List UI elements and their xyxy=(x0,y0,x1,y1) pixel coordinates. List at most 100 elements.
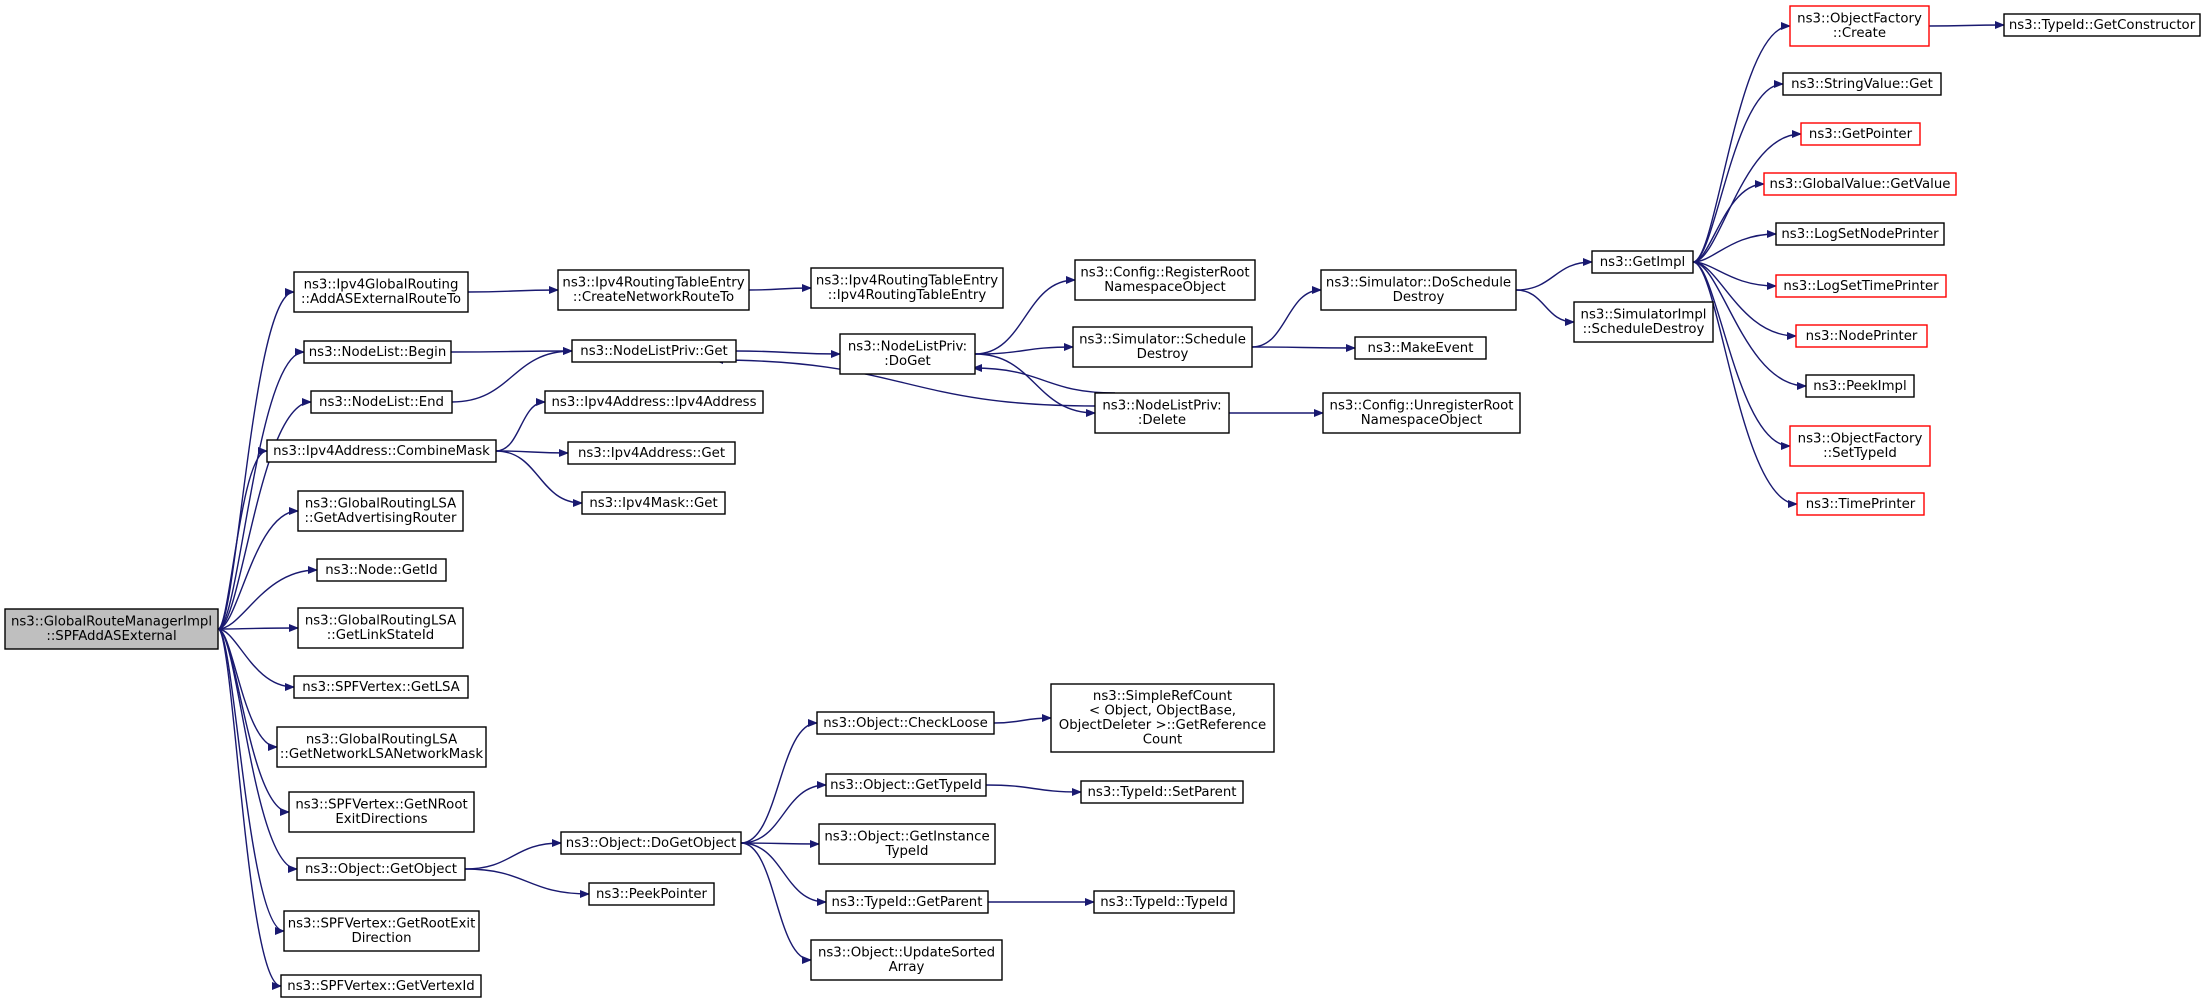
edge-obj_checkloose-to-simplerefcount xyxy=(993,714,1052,724)
node-ipv4mask-get[interactable]: ns3::Ipv4Mask::Get xyxy=(581,491,726,515)
node-make-event[interactable]: ns3::MakeEvent xyxy=(1354,336,1487,360)
node-obj-checkloose[interactable]: ns3::Object::CheckLoose xyxy=(816,711,995,735)
node-label: < Object, ObjectBase, xyxy=(1089,704,1236,719)
node-log-set-time-printer[interactable]: ns3::LogSetTimePrinter xyxy=(1775,274,1947,298)
node-box xyxy=(825,890,989,914)
node-nl-begin[interactable]: ns3::NodeList::Begin xyxy=(303,340,452,364)
node-box xyxy=(297,607,464,649)
node-typeid-getctor[interactable]: ns3::TypeId::GetConstructor xyxy=(2003,13,2201,37)
node-label: ns3::MakeEvent xyxy=(1368,341,1474,356)
node-label: ns3::SPFVertex::GetRootExit xyxy=(288,917,476,932)
node-spf-getvertexid[interactable]: ns3::SPFVertex::GetVertexId xyxy=(280,974,482,998)
node-label: ns3::StringValue::Get xyxy=(1791,77,1933,92)
node-ipv4addr-ctor[interactable]: ns3::Ipv4Address::Ipv4Address xyxy=(544,390,764,414)
node-root[interactable]: ns3::GlobalRouteManagerImpl::SPFAddASExt… xyxy=(4,608,219,650)
node-box xyxy=(825,773,987,797)
node-obj-gettypeid[interactable]: ns3::Object::GetTypeId xyxy=(825,773,987,797)
node-nlp-get[interactable]: ns3::NodeListPriv::Get xyxy=(571,339,737,363)
node-typeid-getparent[interactable]: ns3::TypeId::GetParent xyxy=(825,890,989,914)
edge-root-to-spf_getvertexid xyxy=(217,628,282,990)
node-simimpl-sched-destroy[interactable]: ns3::SimulatorImpl::ScheduleDestroy xyxy=(1573,301,1714,343)
node-box xyxy=(266,439,497,463)
node-grlsa-getlinkstate[interactable]: ns3::GlobalRoutingLSA::GetLinkStateId xyxy=(297,607,464,649)
edge-get_impl-to-log_set_time_printer xyxy=(1692,261,1777,290)
node-box xyxy=(4,608,219,650)
edge-obj_getobject-to-peek_pointer xyxy=(464,868,590,898)
node-rte-create[interactable]: ns3::Ipv4RoutingTableEntry::CreateNetwor… xyxy=(557,269,750,311)
node-box xyxy=(1074,259,1256,301)
node-node-getid[interactable]: ns3::Node::GetId xyxy=(316,558,447,582)
node-ipv4addr-get[interactable]: ns3::Ipv4Address::Get xyxy=(567,441,736,465)
node-box xyxy=(1805,374,1915,398)
node-label: ns3::GlobalValue::GetValue xyxy=(1770,177,1951,192)
node-label: ns3::Ipv4Address::CombineMask xyxy=(273,444,490,459)
node-label: ns3::SPFVertex::GetNRoot xyxy=(295,798,467,813)
node-rte-ctor[interactable]: ns3::Ipv4RoutingTableEntry::Ipv4RoutingT… xyxy=(810,267,1004,309)
node-nl-end[interactable]: ns3::NodeList::End xyxy=(310,390,453,414)
node-box xyxy=(1782,72,1942,96)
node-cfg-unregister[interactable]: ns3::Config::UnregisterRootNamespaceObje… xyxy=(1322,392,1521,434)
node-grlsa-getnetmask[interactable]: ns3::GlobalRoutingLSA::GetNetworkLSANetw… xyxy=(276,726,487,768)
node-box xyxy=(1591,250,1694,274)
node-nlp-delete[interactable]: ns3::NodeListPriv::Delete xyxy=(1094,392,1230,434)
node-label: ::SPFAddASExternal xyxy=(46,629,176,644)
node-sim-sched-destroy[interactable]: ns3::Simulator::ScheduleDestroy xyxy=(1072,326,1253,368)
node-label: ns3::GlobalRouteManagerImpl xyxy=(11,615,212,630)
node-label: ns3::Config::UnregisterRoot xyxy=(1330,399,1514,414)
node-node-printer[interactable]: ns3::NodePrinter xyxy=(1795,324,1928,348)
edge-obj_dogetobject-to-typeid_getparent xyxy=(740,842,827,906)
node-label: ExitDirections xyxy=(335,812,427,827)
node-label: ::CreateNetworkRouteTo xyxy=(573,290,734,305)
edge-nl_begin-to-nlp_get xyxy=(450,347,573,356)
node-label: ns3::NodePrinter xyxy=(1806,329,1918,344)
node-of-create[interactable]: ns3::ObjectFactory::Create xyxy=(1789,5,1930,47)
node-grlsa-getadv[interactable]: ns3::GlobalRoutingLSA::GetAdvertisingRou… xyxy=(297,490,464,532)
node-box xyxy=(581,491,726,515)
node-label: ns3::ObjectFactory xyxy=(1798,432,1923,447)
node-obj-dogetobject[interactable]: ns3::Object::DoGetObject xyxy=(560,831,742,855)
node-ipv4addr-combine[interactable]: ns3::Ipv4Address::CombineMask xyxy=(266,439,497,463)
node-simplerefcount[interactable]: ns3::SimpleRefCount< Object, ObjectBase,… xyxy=(1050,683,1275,753)
node-nlp-doget[interactable]: ns3::NodeListPriv::DoGet xyxy=(839,333,976,375)
edge-rte_create-to-rte_ctor xyxy=(748,284,812,293)
node-stringvalue-get[interactable]: ns3::StringValue::Get xyxy=(1782,72,1942,96)
edge-sim_do_sched_destroy-to-get_impl xyxy=(1515,258,1593,291)
node-label: NamespaceObject xyxy=(1361,413,1483,428)
node-peek-pointer[interactable]: ns3::PeekPointer xyxy=(588,882,715,906)
node-label: :DoGet xyxy=(884,354,931,369)
node-gv-getvalue[interactable]: ns3::GlobalValue::GetValue xyxy=(1763,172,1957,196)
node-label: ns3::PeekPointer xyxy=(596,887,708,902)
node-label: ns3::TypeId::SetParent xyxy=(1087,785,1236,800)
node-label: ns3::Node::GetId xyxy=(325,563,438,578)
node-time-printer[interactable]: ns3::TimePrinter xyxy=(1796,492,1925,516)
node-label: Count xyxy=(1143,733,1183,748)
edge-nlp_delete-to-nlp_get xyxy=(713,356,1096,407)
node-spf-getlsa[interactable]: ns3::SPFVertex::GetLSA xyxy=(293,675,469,699)
node-box xyxy=(810,939,1003,981)
node-label: ns3::Object::DoGetObject xyxy=(566,836,736,851)
node-log-set-node-printer[interactable]: ns3::LogSetNodePrinter xyxy=(1775,222,1945,246)
edge-nlp_doget-to-sim_sched_destroy xyxy=(974,343,1074,355)
node-obj-getobject[interactable]: ns3::Object::GetObject xyxy=(296,857,466,881)
node-peek-impl[interactable]: ns3::PeekImpl xyxy=(1805,374,1915,398)
node-get-impl[interactable]: ns3::GetImpl xyxy=(1591,250,1694,274)
node-get-pointer[interactable]: ns3::GetPointer xyxy=(1800,122,1921,146)
node-ipv4gr-add[interactable]: ns3::Ipv4GlobalRouting::AddASExternalRou… xyxy=(293,271,469,313)
node-label: ::GetAdvertisingRouter xyxy=(305,511,457,526)
edge-root-to-spf_getlsa xyxy=(217,628,295,691)
node-label: ns3::Object::GetInstance xyxy=(824,830,989,845)
node-of-settypeid[interactable]: ns3::ObjectFactory::SetTypeId xyxy=(1789,425,1931,467)
node-typeid-setparent[interactable]: ns3::TypeId::SetParent xyxy=(1080,780,1244,804)
edge-nlp_doget-to-cfg_register xyxy=(974,276,1076,355)
node-box xyxy=(297,490,464,532)
node-label: ::GetNetworkLSANetworkMask xyxy=(280,747,483,762)
node-label: ns3::Ipv4Address::Ipv4Address xyxy=(551,395,756,410)
node-box xyxy=(1789,5,1930,47)
node-typeid-typeid[interactable]: ns3::TypeId::TypeId xyxy=(1093,890,1235,914)
